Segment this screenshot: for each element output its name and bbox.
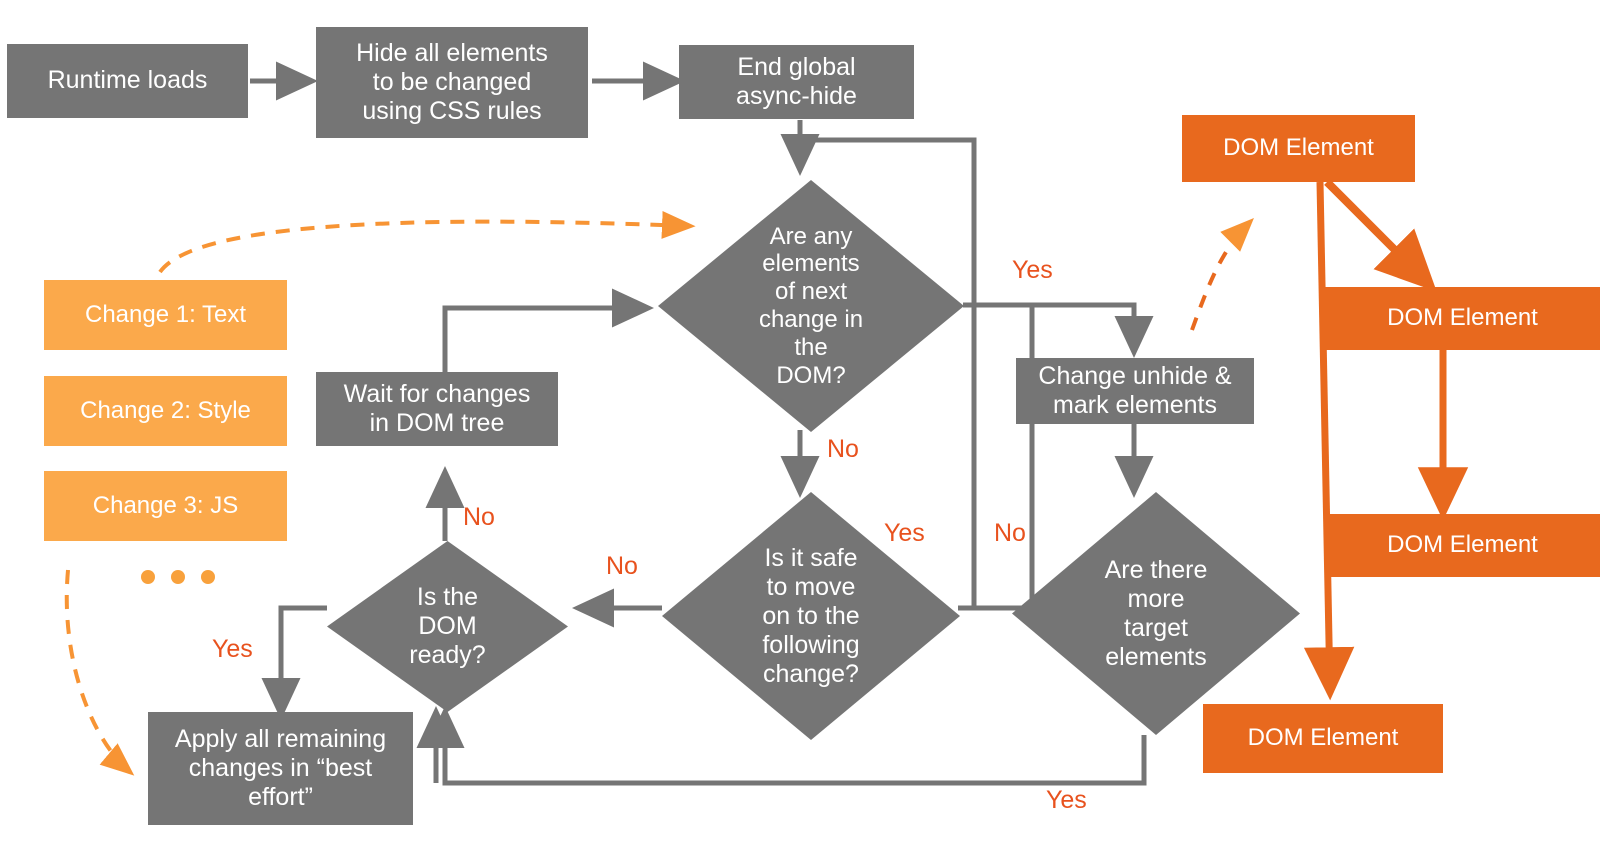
node-change-2-style[interactable]: Change 2: Style [44, 376, 287, 446]
node-change-3-js-label: Change 3: JS [92, 491, 239, 519]
diamond-shape-any-elements [658, 180, 964, 432]
ellipsis-dot-2 [171, 570, 185, 584]
node-apply-remaining-changes[interactable]: Apply all remaining changes in “best eff… [148, 712, 413, 825]
edge-label-yes-safe: Yes [884, 519, 925, 547]
node-apply-remaining-changes-label: Apply all remaining changes in “best eff… [174, 724, 387, 812]
node-wait-for-changes-label: Wait for changes in DOM tree [343, 379, 531, 437]
edge-label-yes-any-elements: Yes [1012, 256, 1053, 284]
node-runtime-loads-label: Runtime loads [47, 66, 208, 95]
change-list-ellipsis [141, 570, 215, 584]
edge-label-yes-more-targets: Yes [1046, 786, 1087, 814]
node-end-global-async-hide-label: End global async-hide [736, 52, 857, 110]
node-change-3-js[interactable]: Change 3: JS [44, 471, 287, 541]
ellipsis-dot-3 [201, 570, 215, 584]
node-hide-all-elements-label: Hide all elements to be changed using CS… [356, 38, 548, 126]
node-dom-element-root-label: DOM Element [1223, 134, 1374, 162]
node-change-1-text[interactable]: Change 1: Text [44, 280, 287, 350]
node-change-unhide-mark-label: Change unhide & mark elements [1038, 361, 1232, 419]
node-more-target-elements[interactable]: Are there more target elements [1012, 492, 1300, 735]
diamond-shape-is-it-safe [662, 492, 960, 740]
edge-unhide-to-domroot-dashed [1190, 218, 1254, 331]
node-dom-element-child-1-label: DOM Element [1387, 304, 1538, 332]
node-change-2-style-label: Change 2: Style [80, 396, 251, 424]
edge-label-no-more-targets: No [994, 519, 1026, 547]
node-dom-element-child-3-label: DOM Element [1247, 724, 1399, 752]
ellipsis-dot-1 [141, 570, 155, 584]
node-dom-element-child-3[interactable]: DOM Element [1203, 704, 1443, 773]
node-is-dom-ready[interactable]: Is the DOM ready? [327, 541, 568, 712]
edge-ellipsis-to-apply-dashed [64, 569, 135, 776]
edge-label-no-any-elements: No [827, 435, 859, 463]
node-are-any-elements[interactable]: Are any elements of next change in the D… [658, 180, 964, 432]
node-dom-element-child-2-label: DOM Element [1387, 531, 1538, 559]
edge-domready-yes [261, 605, 327, 721]
node-change-1-text-label: Change 1: Text [84, 300, 246, 328]
node-end-global-async-hide[interactable]: End global async-hide [679, 45, 914, 119]
node-hide-all-elements[interactable]: Hide all elements to be changed using CS… [316, 27, 588, 138]
node-dom-element-root[interactable]: DOM Element [1182, 115, 1415, 182]
node-dom-element-child-1[interactable]: DOM Element [1325, 287, 1600, 350]
edge-label-no-safe: No [606, 552, 638, 580]
node-dom-element-child-2[interactable]: DOM Element [1325, 514, 1600, 577]
node-change-unhide-mark[interactable]: Change unhide & mark elements [1016, 358, 1254, 424]
edge-label-no-dom-ready: No [463, 503, 495, 531]
edge-domroot-to-domchild1 [1324, 179, 1437, 292]
diamond-shape-dom-ready [327, 541, 568, 712]
node-wait-for-changes[interactable]: Wait for changes in DOM tree [316, 372, 558, 446]
diamond-shape-more-targets [1012, 492, 1300, 735]
edge-anyelements-yes [963, 302, 1154, 359]
edge-change1-to-anyelements-dashed [158, 210, 696, 274]
node-runtime-loads[interactable]: Runtime loads [7, 44, 248, 118]
edge-domroot-to-domchild3 [1303, 181, 1355, 701]
edge-label-yes-dom-ready: Yes [212, 635, 253, 663]
